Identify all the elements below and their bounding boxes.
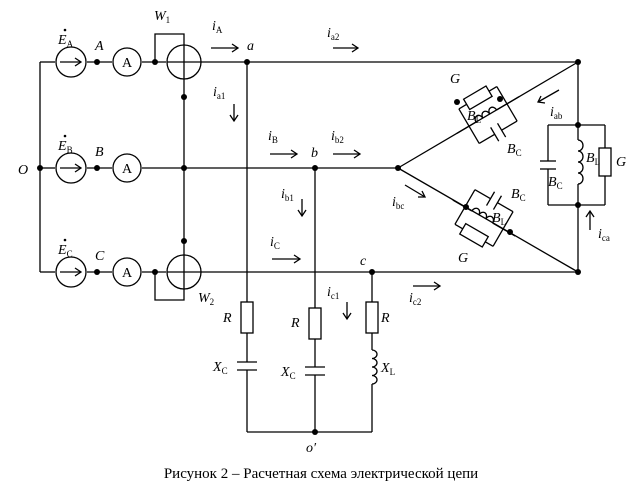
ammeter-c-label: A <box>122 266 133 281</box>
wattmeter-w1 <box>166 44 202 80</box>
ammeter-b: A <box>112 153 142 183</box>
label-ica: ica <box>598 227 610 243</box>
delta-side-bc <box>397 167 579 273</box>
label-bc-ab: BC <box>507 142 522 158</box>
delta-load-ab <box>456 85 520 144</box>
label-ic1: ic1 <box>327 285 339 301</box>
label-r-c: R <box>380 311 390 326</box>
svg-text:EB: EB <box>57 139 73 155</box>
label-ib: iB <box>268 129 278 145</box>
node-a-label: a <box>247 39 254 54</box>
label-r-b: R <box>290 316 300 331</box>
ammeter-c: A <box>112 257 142 287</box>
labels: O A B C a b c o′ EA EB EC W1 W2 iA ia2 i… <box>18 9 626 456</box>
inductor-xl-c <box>371 349 378 385</box>
label-ic2: ic2 <box>409 291 421 307</box>
node-a-source-label: A <box>94 39 104 54</box>
label-ibc: ibc <box>392 195 404 211</box>
ammeter-a-label: A <box>122 56 133 71</box>
label-bc-ca: BC <box>548 175 563 191</box>
node-b-source-label: B <box>95 145 104 160</box>
ammeter-a: A <box>112 47 142 77</box>
capacitor-xc-a <box>237 361 257 371</box>
resistor-r-a <box>240 301 254 334</box>
source-eb <box>55 152 87 184</box>
node-o-prime-label: o′ <box>306 441 317 456</box>
label-ib2: ib2 <box>331 129 344 145</box>
label-ia2: ia2 <box>327 26 339 42</box>
label-eb: EB <box>57 134 73 155</box>
label-ic: iC <box>270 235 280 251</box>
source-ea <box>55 46 87 78</box>
label-g-bc: G <box>458 251 468 266</box>
node-c-source-label: C <box>95 249 105 264</box>
label-w2: W2 <box>198 291 214 307</box>
svg-text:EA: EA <box>57 33 74 49</box>
svg-text:EC: EC <box>57 243 73 259</box>
node-c-label: c <box>360 254 367 269</box>
label-xc-b: XC <box>280 365 296 381</box>
node-b-label: b <box>311 146 318 161</box>
label-bl-ca: BL <box>586 151 600 167</box>
delta-load-bc <box>452 189 516 248</box>
label-bc-bc: BC <box>511 187 526 203</box>
label-xc-a: XC <box>212 360 228 376</box>
label-r-a: R <box>222 311 232 326</box>
capacitor-xc-b <box>305 366 325 376</box>
wattmeter-w2 <box>166 254 202 290</box>
label-ia1: ia1 <box>213 85 225 101</box>
label-bl-ab: BL <box>467 109 481 125</box>
resistor-r-b <box>308 307 322 340</box>
label-bl-bc: BL <box>492 211 506 227</box>
label-g-ab: G <box>450 72 460 87</box>
label-iab: iab <box>550 105 563 121</box>
current-arrows <box>211 43 595 321</box>
junction-dots <box>37 59 581 435</box>
label-w1: W1 <box>154 9 170 25</box>
source-ec <box>55 256 87 288</box>
figure-caption: Рисунок 2 – Расчетная схема электрическо… <box>163 466 479 482</box>
wires <box>39 33 579 433</box>
node-o-label: O <box>18 163 28 178</box>
ammeter-b-label: A <box>122 162 133 177</box>
delta-side-ab <box>397 61 579 169</box>
delta-load-ca <box>540 124 612 206</box>
label-ib1: ib1 <box>281 187 294 203</box>
label-g-ca: G <box>616 155 626 170</box>
label-ea: EA <box>57 28 74 49</box>
label-ec: EC <box>57 238 73 259</box>
label-ia: iA <box>212 19 223 35</box>
resistor-r-c <box>365 301 379 334</box>
label-xl-c: XL <box>380 361 395 377</box>
